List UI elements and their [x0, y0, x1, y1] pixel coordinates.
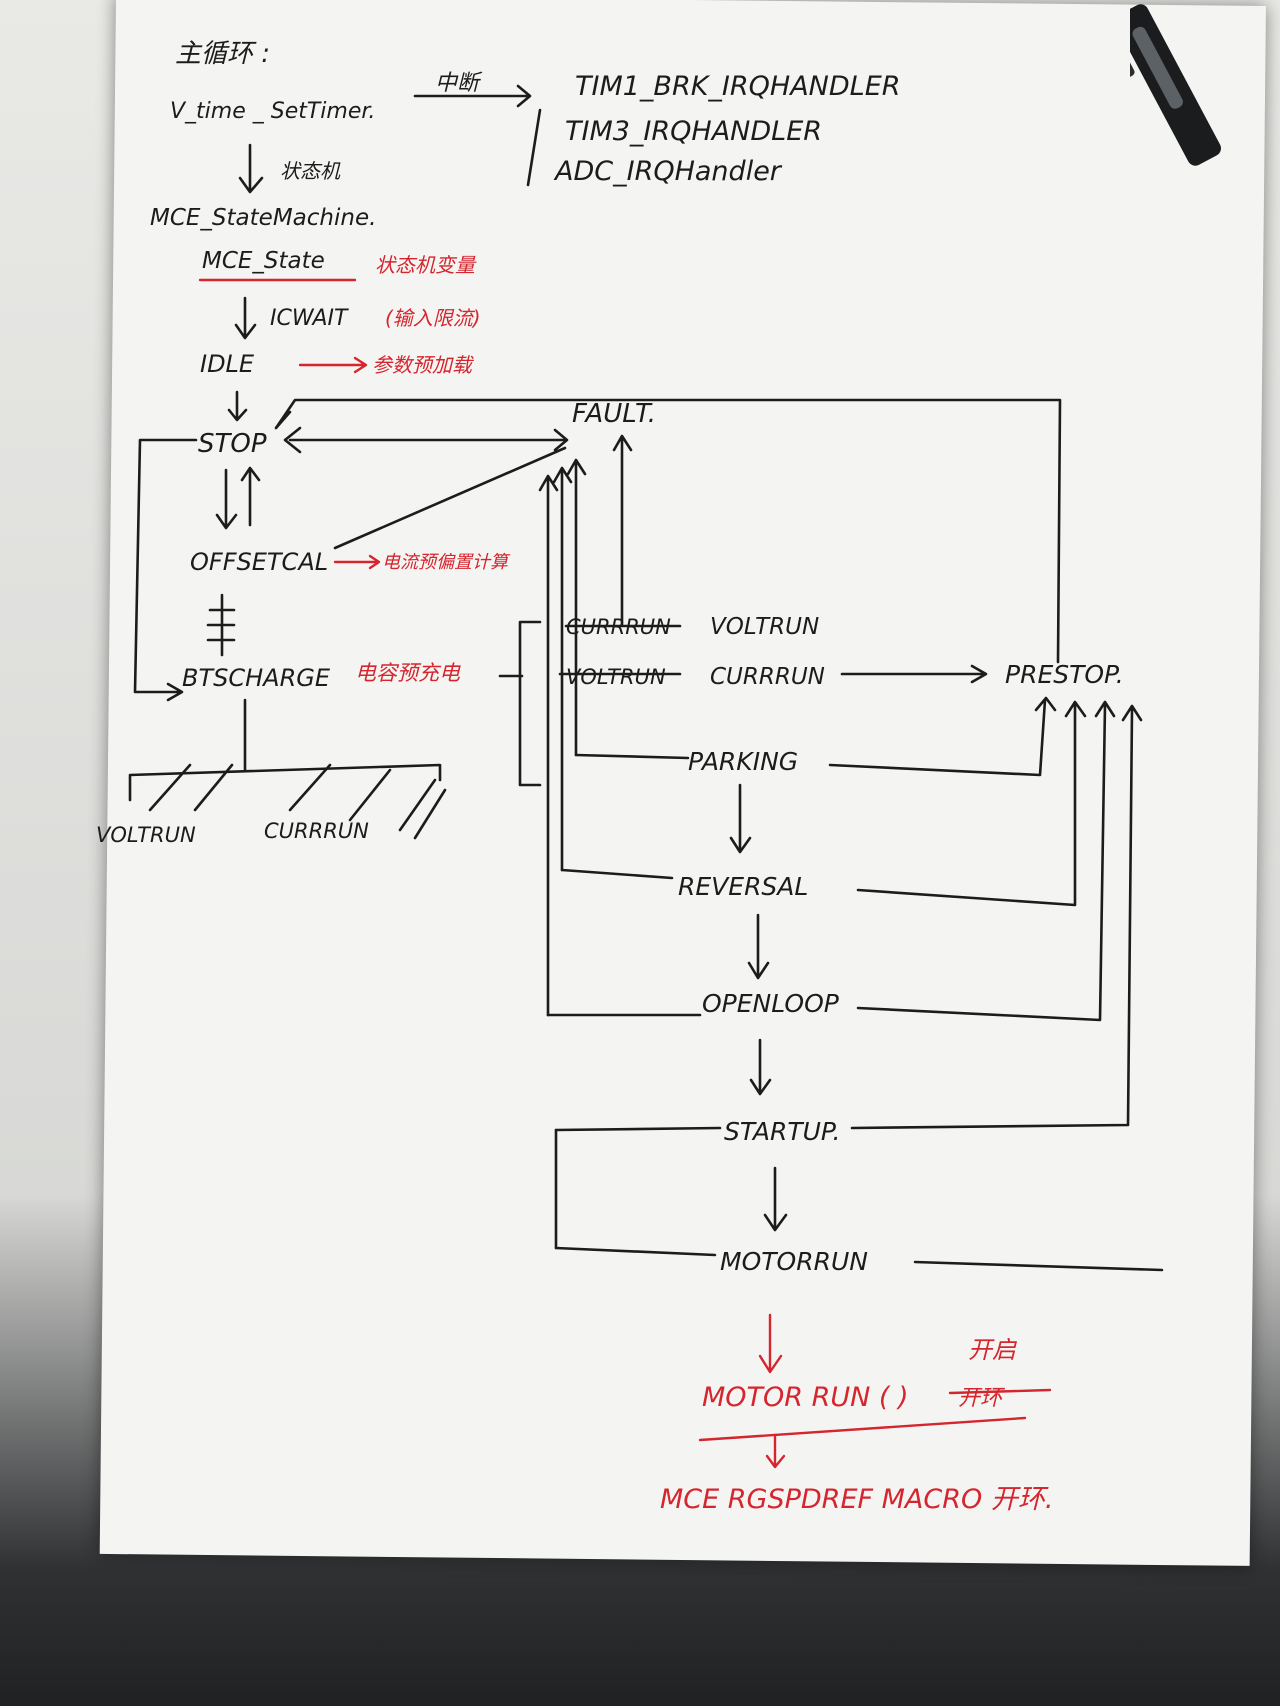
openloop-label: OPENLOOP: [702, 989, 840, 1018]
prestop-to-stop-loop: [274, 398, 1062, 664]
main-loop-label: 主循环 :: [175, 39, 270, 69]
parking-fault-link: [574, 753, 690, 760]
stop-label: STOP: [198, 429, 267, 459]
btscharge-down-branch: [128, 698, 442, 802]
voltrun-left-label: VOLTRUN: [96, 823, 196, 847]
btscharge-right-bracket: [498, 620, 542, 787]
motor-run-fn-label: MOTOR RUN ( ): [702, 1382, 909, 1413]
arrow-vtime-down: [238, 143, 264, 194]
voltrun-struck-label: VOLTRUN: [566, 665, 666, 689]
arrow-idle-to-stop: [227, 390, 248, 422]
crossed-out-arrow: [206, 593, 236, 657]
motor-run-struck-label: 开环: [958, 1386, 1006, 1411]
pen-icon: [1130, 4, 1221, 166]
return-line-fault-3: [566, 458, 587, 757]
stop-to-btscharge-loop: [133, 438, 198, 702]
offsetcal-note: 电流预偏置计算: [382, 552, 511, 573]
irq-handler-1: TIM1_BRK_IRQHANDLER: [575, 71, 901, 102]
arrow-reversal-to-openloop: [747, 913, 770, 980]
reversal-to-prestop: [856, 700, 1087, 907]
interrupt-label: 中断: [435, 71, 483, 96]
startup-links: [554, 704, 1143, 1132]
currrun-label: CURRRUN: [710, 664, 825, 690]
irq-handler-3: ADC_IRQHandler: [553, 156, 783, 187]
idle-label: IDLE: [200, 350, 255, 378]
branch-strikethrough-marks: [148, 763, 447, 840]
mce-rgspdref-label: MCE RGSPDREF MACRO 开环.: [660, 1484, 1053, 1515]
motor-run-strikethrough: [948, 1388, 1052, 1395]
voltrun-label: VOLTRUN: [710, 614, 819, 640]
return-line-fault-2: [552, 466, 573, 872]
stop-fault-double-arrow: [283, 426, 569, 454]
motorrun-label: MOTORRUN: [720, 1247, 868, 1276]
mce-state-label: MCE_State: [202, 248, 325, 274]
irq-bracket-line: [526, 108, 542, 187]
parking-to-prestop: [828, 696, 1057, 777]
interrupt-arrow: [413, 84, 532, 108]
reversal-label: REVERSAL: [678, 872, 808, 901]
motor-run-underline: [698, 1416, 1027, 1442]
openloop-to-prestop: [856, 700, 1116, 1022]
icwait-note: (输入限流): [385, 306, 481, 330]
offsetcal-label: OFFSETCAL: [190, 548, 328, 576]
arrow-offsetcal-to-stop: [240, 466, 261, 527]
parking-label: PARKING: [688, 747, 798, 776]
offsetcal-note-arrow: [333, 554, 381, 570]
return-line-fault-1: [538, 474, 559, 1017]
prestop-label: PRESTOP.: [1005, 660, 1124, 689]
currrun-left-label: CURRRUN: [264, 819, 369, 843]
mce-state-machine-label: MCE_StateMachine.: [150, 205, 376, 231]
fault-label: FAULT.: [572, 399, 656, 429]
idle-note: 参数预加载: [372, 353, 475, 377]
btscharge-note: 电容预充电: [355, 661, 461, 685]
reversal-fault-link: [560, 868, 674, 880]
motor-run-note: 开启: [968, 1336, 1018, 1364]
currrun-to-prestop-arrow: [840, 664, 988, 684]
return-line-fault-4: [612, 434, 633, 627]
motorrun-links: [554, 1246, 1164, 1272]
arrow-motorrun-to-fn: [758, 1313, 783, 1374]
btscharge-label: BTSCHARGE: [182, 664, 331, 692]
arrow-startup-to-motorrun: [554, 1128, 788, 1250]
offsetcal-fault-line: [333, 446, 567, 550]
icwait-label: ICWAIT: [270, 306, 349, 331]
startup-label: STARTUP.: [724, 1117, 840, 1146]
mce-state-note: 状态机变量: [375, 253, 477, 277]
arrow-stop-to-offsetcal: [215, 468, 238, 530]
idle-note-arrow: [298, 356, 368, 374]
arrow-parking-to-reversal: [729, 783, 752, 854]
vtime-label: V_time _ SetTimer.: [170, 99, 375, 124]
irq-handler-2: TIM3_IRQHANDLER: [565, 116, 822, 147]
arrow-fn-to-mce: [765, 1433, 786, 1469]
arrow-openloop-to-startup: [749, 1038, 772, 1096]
state-machine-label: 状态机: [280, 159, 341, 183]
arrow-to-icwait: [234, 296, 257, 340]
